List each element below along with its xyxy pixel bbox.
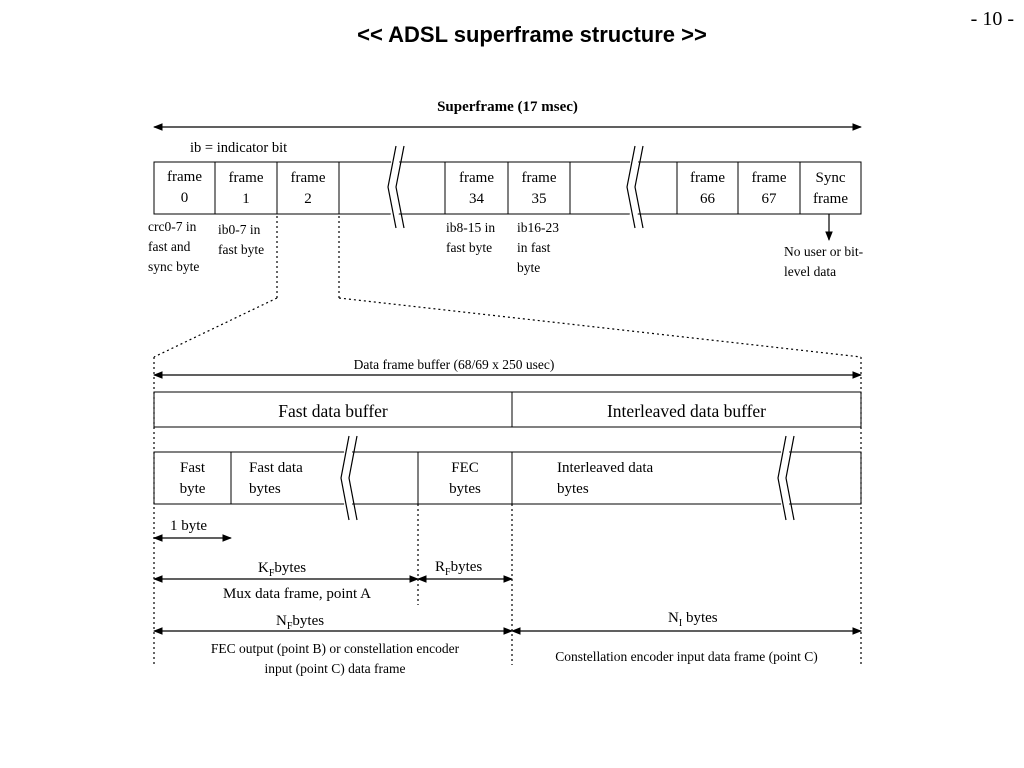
byte-break-2 — [777, 435, 795, 521]
data-frame-label: Data frame buffer (68/69 x 250 usec) — [353, 357, 555, 372]
buffer-boxes — [153, 391, 862, 428]
superframe-boxes — [153, 161, 862, 215]
mux-label: Mux data frame, point A — [223, 586, 371, 602]
page-number: - 10 - — [970, 8, 1014, 30]
page-title: << ADSL superframe structure >> — [357, 22, 707, 47]
sync-note: No user or bit-level data — [784, 244, 864, 279]
fast-buffer-label: Fast data buffer — [278, 401, 388, 421]
ib-note: ib = indicator bit — [190, 140, 288, 156]
superframe-label: Superframe (17 msec) — [437, 99, 578, 115]
interleaved-buffer-label: Interleaved data buffer — [606, 401, 767, 421]
nf-label: NFbytes — [276, 613, 325, 632]
rf-label: RFbytes — [435, 559, 483, 578]
byte-row — [153, 451, 862, 505]
constellation-label: Constellation encoder input data frame (… — [555, 649, 818, 664]
fec-output-label: FEC output (point B) or constellation en… — [210, 641, 460, 676]
one-byte-label: 1 byte — [170, 518, 208, 534]
byte-break-1 — [340, 435, 358, 521]
superframe-break-2 — [626, 145, 644, 229]
ni-label: NI bytes — [668, 610, 718, 629]
kf-label: KFbytes — [258, 560, 307, 579]
superframe-break-1 — [387, 145, 405, 229]
